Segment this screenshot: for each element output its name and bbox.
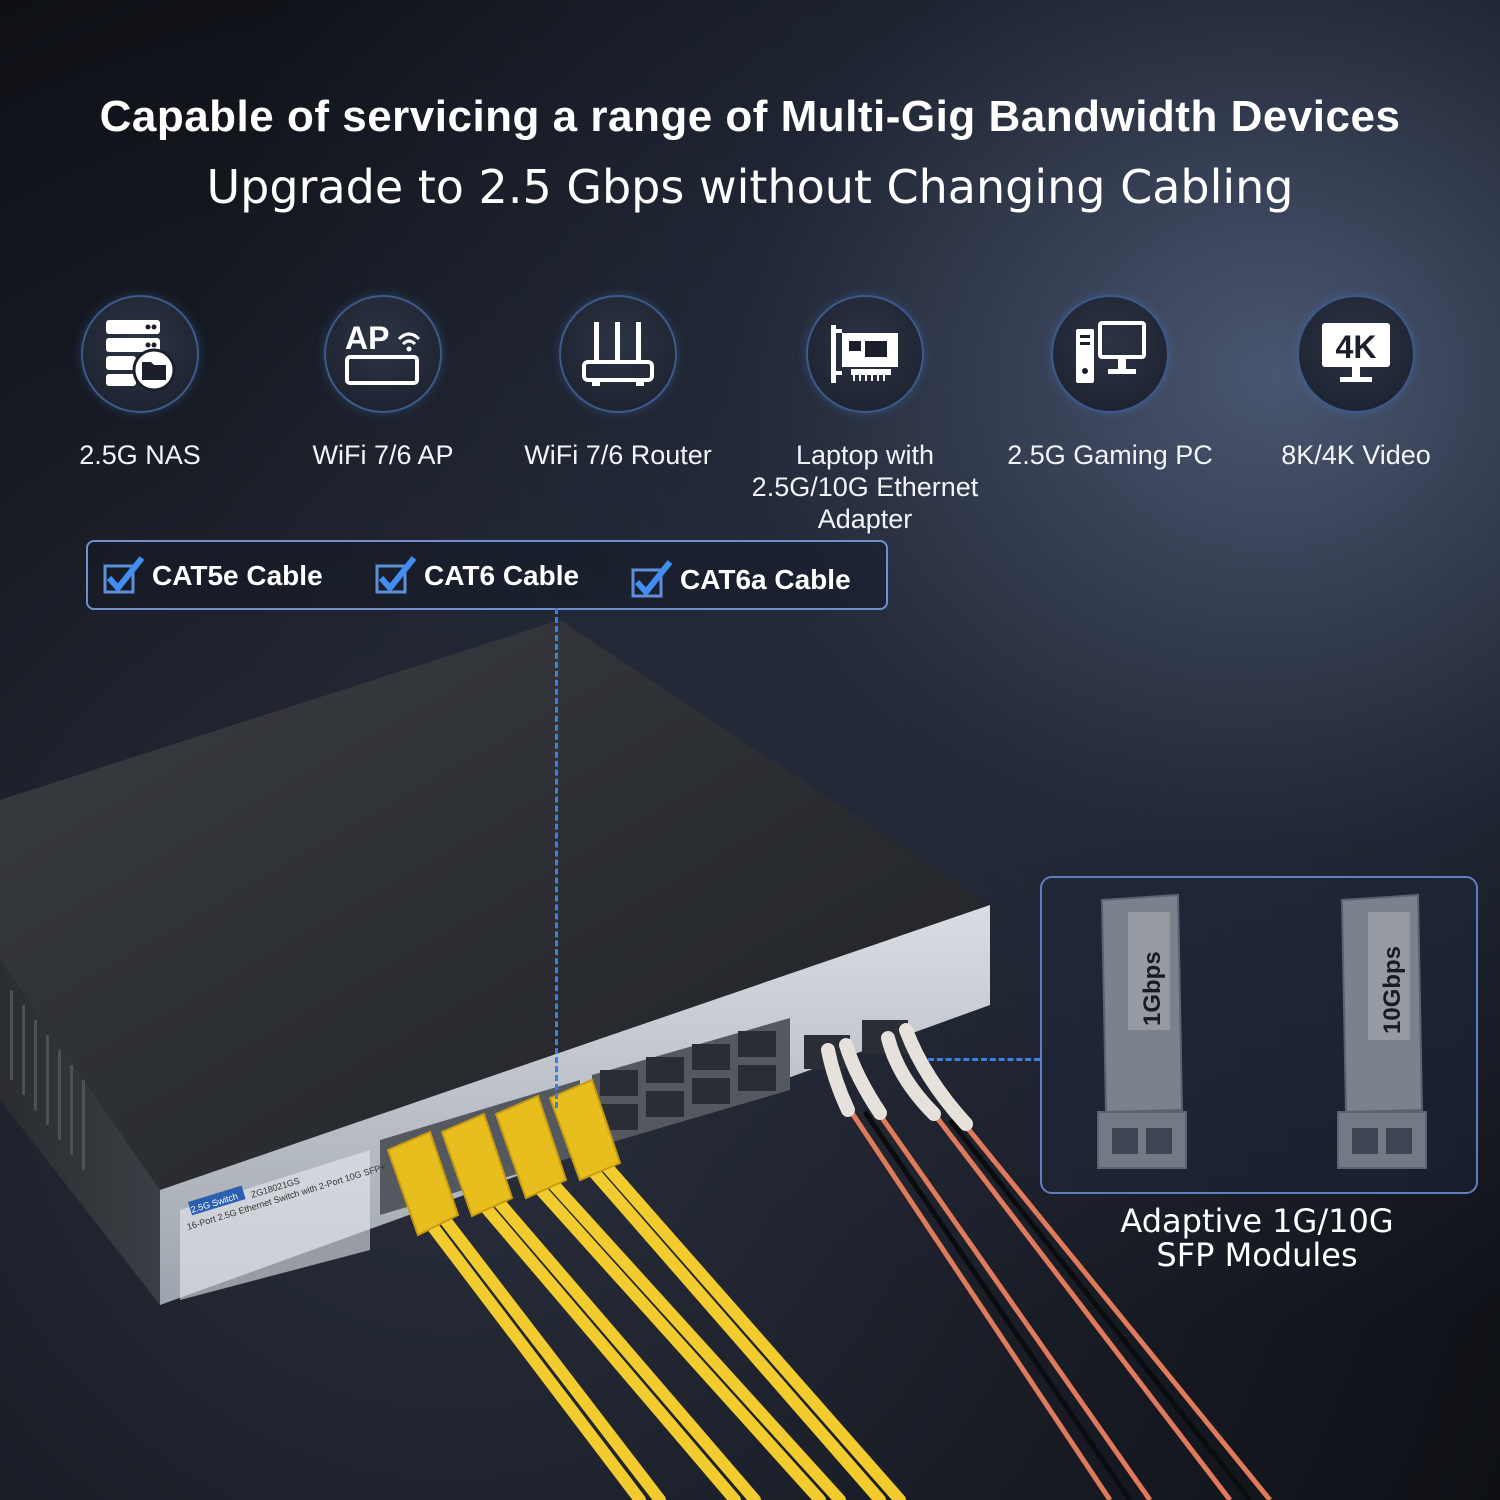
checkbox-checked-icon <box>375 556 417 594</box>
cable-item: CAT6 Cable <box>374 556 579 596</box>
device-label: 2.5G NAS <box>79 440 201 470</box>
switch-side <box>0 960 160 1305</box>
svg-text:4K: 4K <box>1336 329 1377 365</box>
subheadline: Upgrade to 2.5 Gbps without Changing Cab… <box>206 160 1294 214</box>
sfp-caption: Adaptive 1G/10G SFP Modules <box>1040 1204 1474 1272</box>
sfp-module-10g: 10Gbps <box>1337 893 1427 1169</box>
device-label: WiFi 7/6 AP <box>312 440 454 470</box>
sfp-module-1g: 1Gbps <box>1097 893 1187 1169</box>
cable-item: CAT5e Cable <box>102 556 323 596</box>
device-video: 4K 8K/4K Video <box>1236 295 1476 471</box>
sfp-caption-line2: SFP Modules <box>1156 1236 1358 1274</box>
sfp-modules-box <box>1040 876 1478 1194</box>
device-label: 2.5G Gaming PC <box>1007 440 1213 470</box>
cable-item: CAT6a Cable <box>630 560 851 600</box>
cable-compatibility-box: CAT5e Cable CAT6 Cable CAT6a Cable <box>86 540 888 610</box>
device-nas: 2.5G NAS <box>20 295 260 471</box>
device-label: 8K/4K Video <box>1281 440 1431 470</box>
switch-top <box>0 620 990 1190</box>
module-speed-label: 1Gbps <box>1139 951 1166 1026</box>
checkbox-checked-icon <box>631 560 673 598</box>
device-laptop-adapter: Laptop with 2.5G/10G Ethernet Adapter <box>740 295 990 535</box>
device-label: WiFi 7/6 Router <box>524 440 712 470</box>
device-gaming-pc: 2.5G Gaming PC <box>1000 295 1220 471</box>
4k-monitor-icon: 4K <box>1297 295 1415 413</box>
device-ap: AP WiFi 7/6 AP <box>263 295 503 471</box>
nas-icon <box>81 295 199 413</box>
checkbox-checked-icon <box>103 556 145 594</box>
svg-text:AP: AP <box>345 320 389 356</box>
cable-label: CAT6 Cable <box>424 560 580 591</box>
switch-illustration: 2.5G Switch ZG18021GS 16-Port 2.5G Ether… <box>0 620 1427 1500</box>
ethernet-cables <box>386 1078 906 1500</box>
cable-label: CAT5e Cable <box>152 560 323 591</box>
desktop-pc-icon <box>1051 295 1169 413</box>
ethernet-adapter-icon <box>806 295 924 413</box>
sfp-caption-line1: Adaptive 1G/10G <box>1120 1202 1394 1240</box>
cable-label: CAT6a Cable <box>680 564 851 595</box>
device-router: WiFi 7/6 Router <box>498 295 738 471</box>
access-point-icon: AP <box>324 295 442 413</box>
fiber-cables <box>821 1023 1272 1500</box>
device-label: Laptop with 2.5G/10G Ethernet Adapter <box>751 440 979 534</box>
connector-line-horizontal <box>928 1058 1040 1061</box>
module-speed-label: 10Gbps <box>1379 946 1406 1034</box>
headline: Capable of servicing a range of Multi-Gi… <box>99 92 1401 141</box>
router-icon <box>559 295 677 413</box>
connector-line-vertical <box>555 608 558 1108</box>
